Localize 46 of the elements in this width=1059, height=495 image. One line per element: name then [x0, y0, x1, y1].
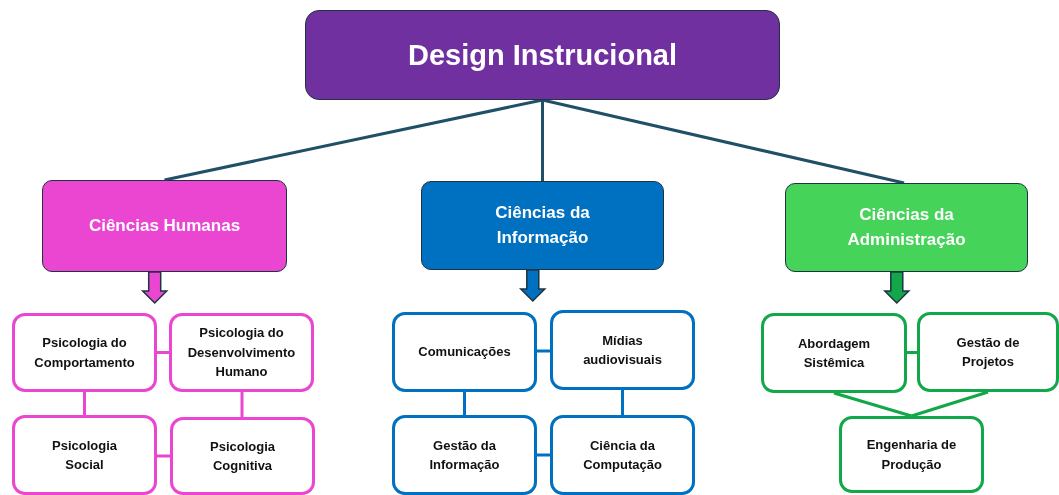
topic-label: Gestão de Projetos	[955, 333, 1021, 371]
topic-box	[170, 417, 315, 495]
category-box	[785, 183, 1028, 272]
topic-label: Psicologia do Desenvolvimento Humano	[186, 324, 297, 382]
topic-label: Abordagem Sistêmica	[796, 334, 872, 372]
connector-line	[157, 351, 169, 354]
connector-line	[537, 349, 550, 353]
title-box: Design Instrucional	[305, 10, 780, 100]
topic-box	[392, 415, 537, 495]
category-label: Ciências Humanas	[88, 214, 241, 237]
connector-line	[833, 391, 912, 418]
connector-line	[83, 392, 86, 415]
connector-line	[541, 100, 544, 181]
topic-box	[550, 415, 695, 495]
topic-box	[12, 415, 157, 495]
block-arrow	[140, 271, 169, 305]
topic-box	[169, 313, 314, 392]
connector-line	[911, 390, 989, 418]
topic-box	[12, 313, 157, 392]
topic-label: Mídias audiovisuais	[582, 331, 663, 369]
topic-box	[392, 312, 537, 392]
topic-box	[917, 312, 1059, 392]
category-box	[42, 180, 287, 272]
connector-line	[463, 392, 466, 415]
connector-line	[164, 98, 543, 182]
topic-label: Engenharia de Produção	[865, 436, 958, 474]
connector-line	[621, 390, 624, 415]
topic-box	[839, 416, 984, 493]
topic-box	[550, 310, 695, 390]
topic-label: Psicologia Cognitiva	[209, 437, 276, 475]
connector-line	[542, 98, 905, 185]
connector-line	[157, 454, 170, 458]
topic-label: Comunicações	[418, 343, 511, 362]
category-label: Ciências da Administração	[846, 203, 967, 251]
connector-line	[240, 392, 244, 417]
topic-label: Psicologia do Comportamento	[33, 334, 136, 372]
topic-label: Ciência da Computação	[582, 436, 663, 474]
connector-line	[907, 351, 917, 354]
topic-label: Gestão da Informação	[428, 436, 501, 474]
block-arrow	[518, 269, 547, 303]
topic-box	[761, 313, 907, 393]
category-label: Ciências da Informação	[494, 201, 591, 249]
block-arrow	[882, 271, 911, 305]
topic-label: Psicologia Social	[51, 436, 118, 474]
category-box	[421, 181, 664, 270]
connector-line	[537, 453, 550, 457]
